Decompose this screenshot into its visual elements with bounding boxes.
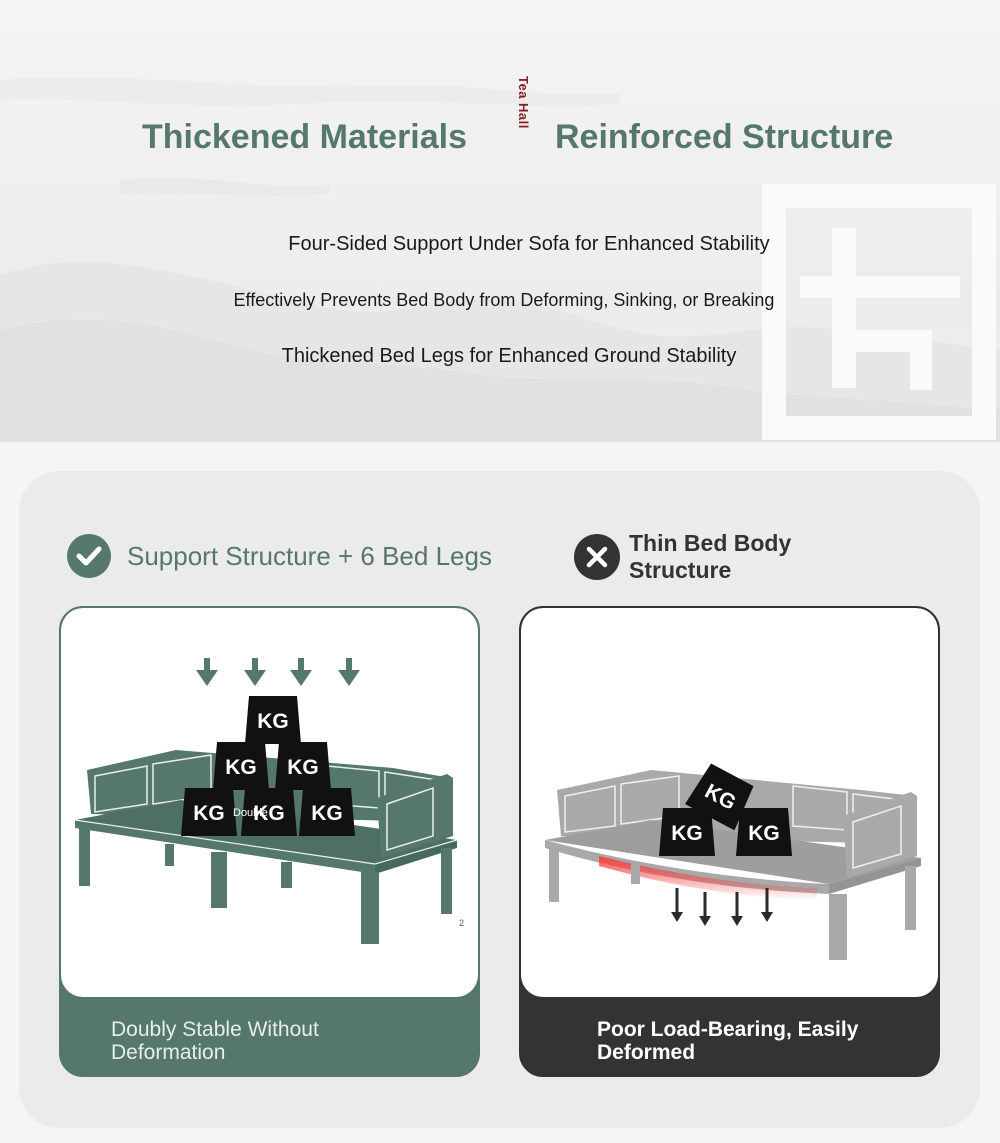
bad-heading-line2: Structure (629, 557, 732, 583)
close-icon (574, 534, 620, 580)
feature-line-3: Thickened Bed Legs for Enhanced Ground S… (281, 345, 737, 367)
kg-weight-pile: KG KG KG (659, 763, 792, 856)
svg-text:KG: KG (225, 756, 257, 779)
bad-illustration-area: KG KG KG (521, 608, 938, 997)
weak-structure-card: KG KG KG Poor Load-Bearing, Easily Defor… (519, 606, 940, 1077)
svg-text:KG: KG (193, 802, 225, 825)
good-caption: Doubly Stable Without Deformation (111, 1018, 319, 1064)
grey-sofa (545, 770, 921, 960)
check-icon (67, 534, 111, 578)
feature-line-2: Effectively Prevents Bed Body from Defor… (233, 290, 775, 310)
stable-sofa-illustration: KG KG KG KG KG KG Double 2 (74, 658, 464, 944)
ink-landscape-background (0, 77, 1000, 442)
sagging-sofa-illustration: KG KG KG (545, 763, 921, 960)
title-thickened-materials: Thickened Materials (142, 118, 468, 156)
good-heading-text: Support Structure + 6 Bed Legs (127, 540, 492, 571)
svg-text:KG: KG (257, 710, 289, 733)
svg-text:KG: KG (287, 756, 319, 779)
bad-caption: Poor Load-Bearing, Easily Deformed (597, 1018, 859, 1064)
good-heading: Support Structure + 6 Bed Legs (67, 534, 492, 578)
feature-line-1: Four-Sided Support Under Sofa for Enhanc… (288, 233, 770, 255)
svg-text:KG: KG (311, 802, 343, 825)
background-character-watermark (762, 184, 996, 440)
corner-number: 2 (459, 918, 464, 928)
hero-section: Thickened Materials Tea Hall Reinforced … (0, 0, 1000, 442)
down-arrows (196, 658, 360, 686)
bad-heading: Thin Bed Body Structure (574, 530, 859, 584)
overlay-label: Double (233, 807, 268, 819)
svg-text:KG: KG (748, 822, 780, 845)
svg-text:KG: KG (671, 822, 703, 845)
title-reinforced-structure: Reinforced Structure (555, 118, 894, 156)
good-illustration-area: KG KG KG KG KG KG Double 2 (61, 608, 478, 997)
svg-text:KG: KG (253, 802, 285, 825)
bad-heading-line1: Thin Bed Body (629, 530, 792, 556)
kg-weight-stack: KG KG KG KG KG KG Double (181, 696, 355, 836)
tea-hall-tag: Tea Hall (516, 76, 531, 129)
sag-arrows (671, 888, 773, 926)
bad-heading-text: Thin Bed Body Structure (629, 530, 859, 584)
good-structure-card: KG KG KG KG KG KG Double 2 Doubly Stable… (59, 606, 480, 1077)
